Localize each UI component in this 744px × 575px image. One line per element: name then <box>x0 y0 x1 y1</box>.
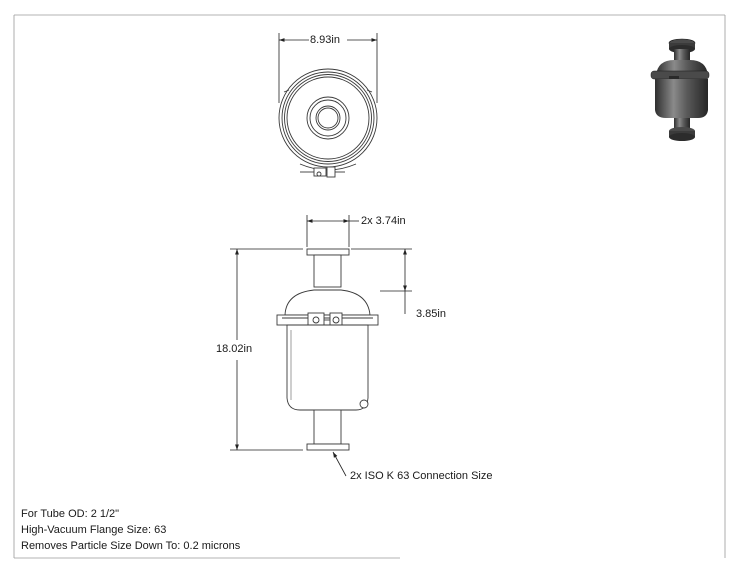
connection-size-leader <box>332 451 347 477</box>
flange-to-clamp-label: 3.85in <box>416 308 446 320</box>
top-view <box>278 68 378 178</box>
note-particle-size: Removes Particle Size Down To: 0.2 micro… <box>21 540 241 552</box>
overall-width-label: 8.93in <box>310 34 340 46</box>
front-view <box>276 248 379 451</box>
overall-width-dimension <box>278 33 378 103</box>
overall-height-dimension <box>230 248 303 451</box>
iso-thumbnail <box>650 38 710 141</box>
sheet-border <box>13 14 726 559</box>
flange-width-dimension <box>306 215 359 247</box>
spec-notes: For Tube OD: 2 1/2" High-Vacuum Flange S… <box>21 506 240 554</box>
connection-size-label: 2x ISO K 63 Connection Size <box>350 470 493 482</box>
flange-width-label: 2x 3.74in <box>361 215 406 227</box>
note-flange-size: High-Vacuum Flange Size: 63 <box>21 524 167 536</box>
note-tube-od: For Tube OD: 2 1/2" <box>21 508 120 520</box>
flange-to-clamp-dimension <box>351 248 412 314</box>
overall-height-label: 18.02in <box>216 343 253 355</box>
